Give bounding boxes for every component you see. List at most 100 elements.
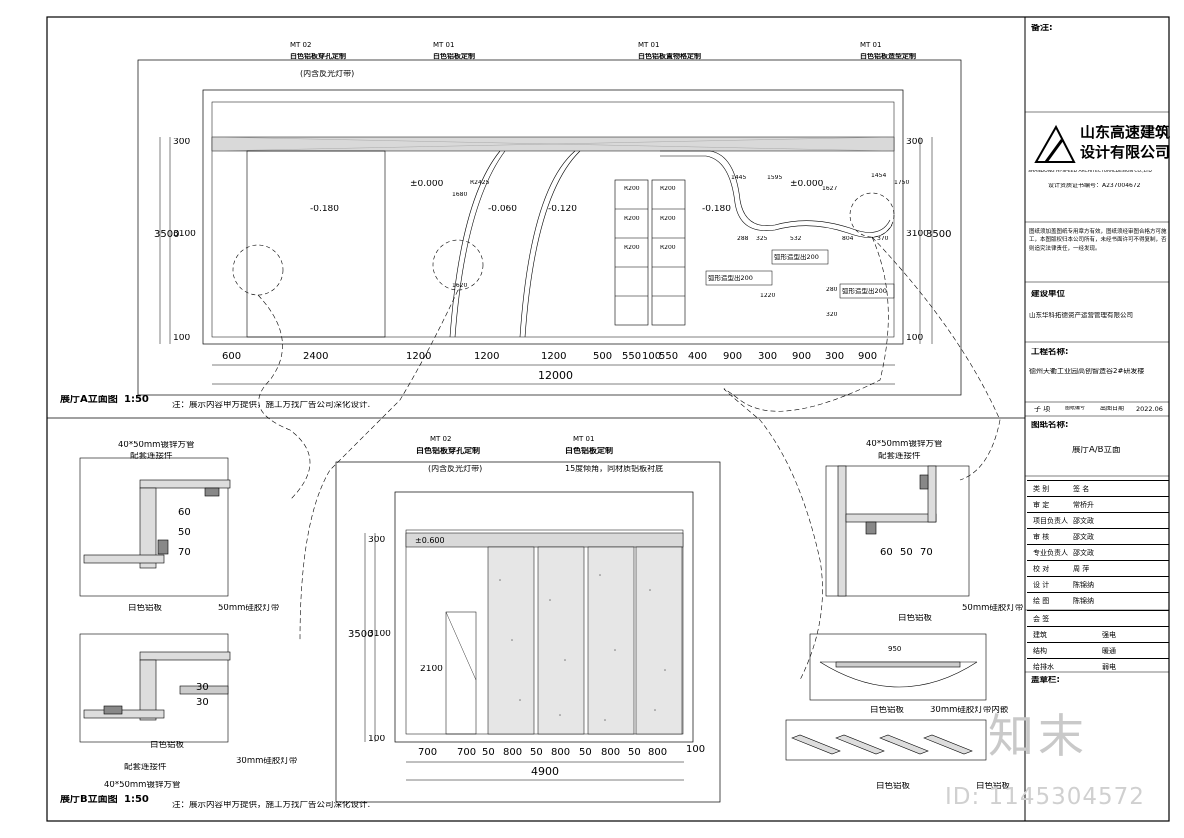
- cosign-a: 建筑: [1033, 631, 1047, 639]
- detail-louver: [785, 719, 987, 761]
- misc-dim: 1620: [452, 283, 468, 289]
- dim-bottom: 500: [593, 352, 613, 362]
- leader-curve: [257, 294, 311, 501]
- callout-text: 白色铝板穿孔定制: [416, 447, 480, 455]
- misc-dim: 1627: [822, 186, 838, 192]
- cosign-label: 会 签: [1033, 615, 1050, 623]
- shelf-label: R200: [624, 216, 640, 222]
- elevation-b: [335, 461, 721, 803]
- dim-bottom: 100: [686, 745, 706, 755]
- leader-curve: [299, 289, 459, 641]
- callout-text: 白色铝板穿孔定制: [290, 53, 346, 60]
- company-cert: 设计资质证书编号：A237004672: [1048, 183, 1141, 189]
- door-height: 2100: [420, 665, 443, 674]
- dim-bottom: 1200: [406, 352, 432, 362]
- date: 2022.06: [1136, 406, 1163, 413]
- arc-label: 弧形造型出200: [708, 275, 753, 282]
- detail-dim: 50: [900, 548, 913, 558]
- sub-item: 子 项: [1034, 406, 1051, 413]
- misc-dim: 1680: [452, 192, 468, 198]
- arc-label: 弧形造型出200: [842, 288, 887, 295]
- dim-left: 100: [368, 735, 386, 744]
- role: 校 对: [1033, 565, 1050, 573]
- company-name-1: 山东高速建筑: [1080, 125, 1171, 140]
- arc-label: 弧形造型出200: [774, 254, 819, 261]
- dim-bottom: 100: [642, 352, 662, 362]
- role: 审 定: [1033, 501, 1050, 509]
- dim-bottom: 800: [648, 748, 668, 758]
- detail-label: 白色铝板: [898, 614, 933, 623]
- dim-bottom: 800: [601, 748, 621, 758]
- callout-code: MT 01: [860, 42, 882, 49]
- misc-dim: 1454: [871, 173, 887, 179]
- detail-dim: 950: [888, 646, 902, 653]
- level-mark: ±0.000: [410, 180, 444, 189]
- callout-text: 白色铝板定制: [433, 53, 475, 60]
- dim-bottom: 50: [530, 748, 543, 758]
- detail-label: 40*50mm镀锌方管: [866, 440, 943, 449]
- detail-dim: 30: [196, 683, 209, 693]
- detail-label: 30mm硅胶灯带内嵌: [930, 706, 1009, 715]
- signer: 常桥升: [1073, 501, 1094, 509]
- elevation-b-scale: 1:50: [124, 795, 149, 805]
- disclaimer: 图纸须加盖图纸专用章方有效，图纸须经审图合格方可施工，本图版权归本公司所有，未经…: [1029, 229, 1167, 252]
- role: 专业负责人: [1033, 549, 1068, 557]
- stamp-label: 盖章栏:: [1031, 676, 1060, 685]
- detail-label: 白色铝板: [976, 782, 1011, 791]
- dim-bottom: 800: [503, 748, 523, 758]
- signer: 邵文政: [1073, 549, 1094, 557]
- dim-total: 12000: [538, 370, 573, 381]
- dim-left: 100: [173, 334, 191, 343]
- leader-curve: [871, 236, 1001, 481]
- detail-left-top: [79, 457, 231, 597]
- callout-text: 白色铝板定制: [565, 447, 613, 455]
- dim-bottom: 700: [418, 748, 438, 758]
- shelf-label: R200: [624, 245, 640, 251]
- detail-label: 50mm硅胶灯带: [962, 604, 1024, 613]
- dim-bottom: 1200: [474, 352, 500, 362]
- dim-right: 300: [906, 138, 924, 147]
- cosign-a: 给排水: [1033, 663, 1054, 671]
- dim-left-total: 3500: [154, 230, 180, 240]
- detail-label: 白色铝板: [128, 604, 163, 613]
- dim-bottom: 1200: [541, 352, 567, 362]
- dim-bottom: 50: [579, 748, 592, 758]
- role: 项目负责人: [1033, 517, 1068, 525]
- role: 绘 图: [1033, 597, 1050, 605]
- elevation-b-title: 展厅B立面图: [60, 795, 118, 805]
- callout-sub: (内含反光灯带): [300, 70, 355, 78]
- misc-dim: 1750: [894, 180, 910, 186]
- wave-dim: 370: [877, 236, 889, 242]
- level-mark: -0.120: [548, 205, 578, 214]
- elevation-b-note: 注：展示内容甲方提供，施工方找广告公司深化设计.: [172, 801, 371, 810]
- cosign-b: 强电: [1102, 631, 1116, 639]
- dim-total: 4900: [531, 766, 559, 777]
- detail-label: 30mm硅胶灯带: [236, 757, 298, 766]
- detail-label: 配套连接件: [130, 452, 173, 461]
- detail-label: 配套连接件: [878, 452, 921, 461]
- detail-label: 配套连接件: [124, 763, 167, 772]
- signer: 邵文政: [1073, 533, 1094, 541]
- leader-curve: [723, 236, 889, 681]
- callout-code: MT 02: [290, 42, 312, 49]
- notes-label: 备注:: [1031, 24, 1053, 33]
- signer: 周 萍: [1073, 565, 1090, 573]
- dim-bottom: 50: [482, 748, 495, 758]
- dim-bottom: 550: [659, 352, 679, 362]
- wave-dim: 804: [842, 236, 854, 242]
- callout-code: MT 01: [433, 42, 455, 49]
- drawing-no-label: 图纸编号: [1065, 406, 1086, 411]
- wave-dim: 325: [756, 236, 768, 242]
- cosign-b: 暖通: [1102, 647, 1116, 655]
- callout-text: 白色铝板造型定制: [860, 53, 916, 60]
- elevation-a: [137, 59, 962, 396]
- drawing-name: 展厅A/B立面: [1072, 446, 1121, 455]
- dim-bottom: 300: [825, 352, 845, 362]
- date-label: 出图日期: [1100, 406, 1125, 412]
- callout-sub: 15度倾角，同材质铝板衬底: [565, 465, 664, 473]
- signer: 签 名: [1073, 485, 1090, 493]
- signer: 陈锦纳: [1073, 581, 1094, 589]
- dim-bottom: 600: [222, 352, 242, 362]
- level-mark: -0.060: [488, 205, 518, 214]
- client-label: 建设单位: [1031, 290, 1066, 299]
